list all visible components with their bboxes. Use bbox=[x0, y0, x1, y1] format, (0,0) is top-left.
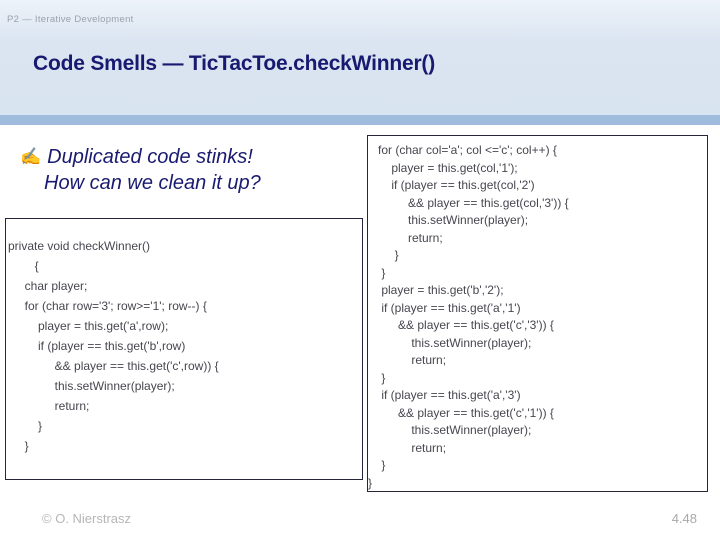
bullet-text-line1: Duplicated code stinks! bbox=[47, 146, 253, 168]
writing-hand-icon: ✍ bbox=[20, 147, 42, 166]
code-box-col-loop: for (char col='a'; col <='c'; col++) { p… bbox=[367, 135, 708, 492]
page-number: 4.48 bbox=[671, 511, 697, 526]
code-box-row-loop: private void checkWinner() { char player… bbox=[5, 218, 363, 480]
bullet-block: ✍ Duplicated code stinks! How can we cle… bbox=[20, 144, 350, 196]
slide-header-area: P2 — Iterative Development Code Smells —… bbox=[0, 0, 720, 115]
code-listing-col-loop: for (char col='a'; col <='c'; col++) { p… bbox=[368, 143, 569, 490]
code-listing-row-loop: private void checkWinner() { char player… bbox=[8, 239, 219, 453]
page-title: Code Smells — TicTacToe.checkWinner() bbox=[33, 52, 436, 75]
bullet-row: ✍ Duplicated code stinks! bbox=[20, 144, 350, 170]
bullet-text-line2: How can we clean it up? bbox=[44, 172, 261, 194]
copyright-text: © O. Nierstrasz bbox=[42, 511, 132, 526]
header-divider-band bbox=[0, 115, 720, 125]
course-label: P2 — Iterative Development bbox=[7, 14, 134, 25]
